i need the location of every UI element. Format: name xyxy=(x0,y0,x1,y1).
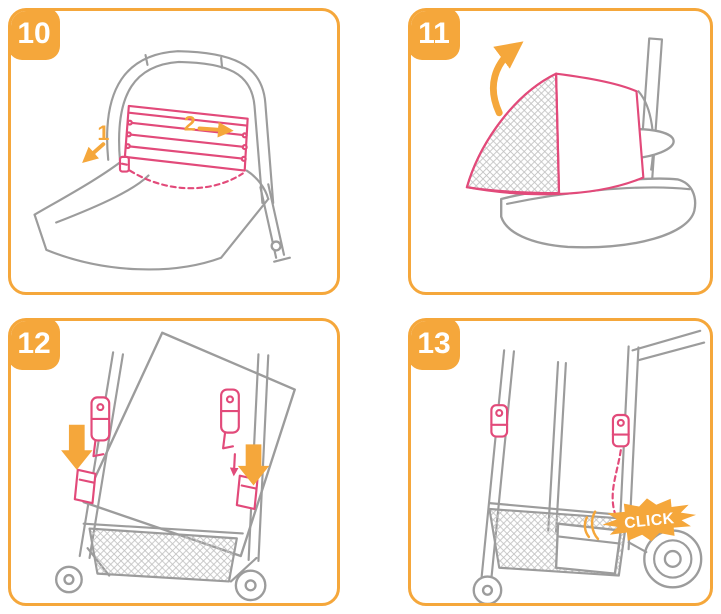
carrycot-canopy-illustration xyxy=(465,37,697,249)
step-2-label: 2 xyxy=(184,110,196,135)
adapter-left-highlight xyxy=(90,396,111,458)
adapter-right-highlight xyxy=(611,413,630,448)
adapter-right-highlight xyxy=(220,388,240,450)
fastener-clip xyxy=(118,155,130,173)
step-number-badge: 11 xyxy=(411,11,460,60)
click-label: CLICK xyxy=(623,510,675,532)
step-2-arrow-icon xyxy=(197,121,234,138)
raise-canopy-arrow-icon xyxy=(489,41,524,117)
socket-left-highlight xyxy=(73,468,97,505)
down-arrow-left-icon xyxy=(61,424,93,470)
sound-wave-icon xyxy=(590,510,600,541)
adapter-insert-illustration xyxy=(54,331,296,602)
adapter-left-highlight xyxy=(490,404,509,438)
click-burst-icon xyxy=(602,498,697,542)
down-arrow-right-icon xyxy=(237,444,270,486)
basket-pocket xyxy=(554,522,622,575)
panel-step-10: 10 xyxy=(8,8,340,295)
step-1-arrow-icon xyxy=(82,142,106,163)
apron-panel-highlight xyxy=(123,104,249,190)
adapter-locked-illustration: CLICK xyxy=(472,329,706,603)
hood-back-line xyxy=(637,90,655,171)
pink-down-arrow-icon xyxy=(229,453,239,477)
wheel-left xyxy=(54,565,83,594)
sound-wave-icon xyxy=(583,516,591,539)
panel-step-12: 12 xyxy=(8,318,340,606)
wheel-right xyxy=(234,569,267,602)
front-wheel xyxy=(472,575,503,603)
panel-step-13: 13 xyxy=(408,318,713,606)
carrycot-handle xyxy=(106,50,275,204)
rear-wheel xyxy=(627,529,703,589)
fabric-edge-dashed-line xyxy=(128,169,244,190)
step-1-label: 1 xyxy=(97,120,109,145)
guide-dashed-line xyxy=(611,449,622,520)
click-callout: CLICK xyxy=(583,498,697,542)
mesh-panel xyxy=(465,72,561,195)
storage-basket xyxy=(88,527,238,583)
carrycot-body xyxy=(33,156,291,271)
step-number-badge: 13 xyxy=(411,321,460,370)
step-number-badge: 12 xyxy=(11,321,60,370)
carrycot-apron-illustration: 1 2 xyxy=(33,50,291,271)
panel-step-11: 11 xyxy=(408,8,713,295)
basket-rail xyxy=(82,522,244,535)
canopy-highlight xyxy=(465,72,645,196)
step-number-badge: 10 xyxy=(11,11,60,60)
